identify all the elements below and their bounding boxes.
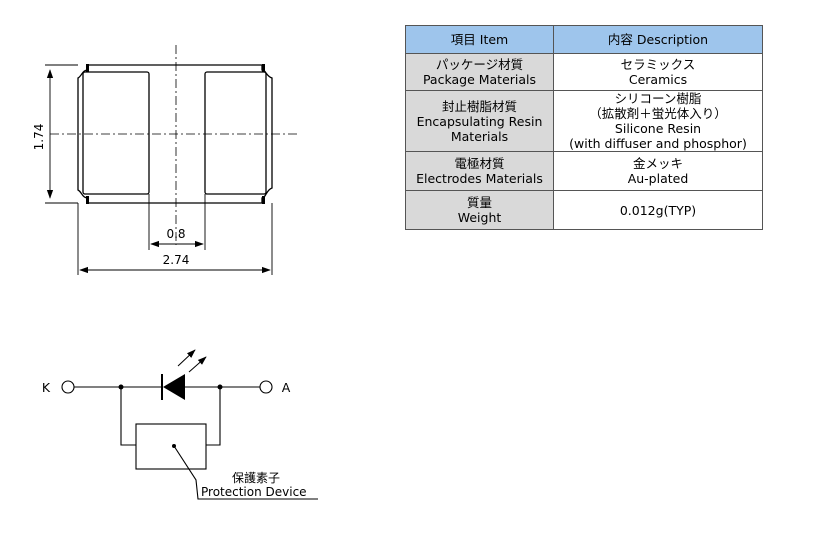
- width-label: 2.74: [163, 253, 190, 267]
- table-row: 封止樹脂材質 Encapsulating Resin Materials シリコ…: [405, 90, 763, 152]
- junction-dot: [118, 384, 124, 390]
- row-description: シリコーン樹脂 （拡散剤＋蛍光体入り） Silicone Resin (with…: [553, 90, 763, 152]
- cathode-label: K: [42, 380, 51, 395]
- row-item: パッケージ材質 Package Materials: [405, 53, 554, 91]
- anode-terminal: [259, 380, 273, 394]
- table-row: 質量 Weight 0.012g(TYP): [405, 190, 763, 230]
- circuit-diagram: [61, 380, 318, 500]
- height-dimension: [45, 64, 78, 204]
- row-description: 金メッキ Au-plated: [553, 151, 763, 191]
- leader-dot: [172, 444, 176, 448]
- width-dimension: [77, 203, 273, 275]
- protection-device-box: [135, 423, 207, 470]
- anode-label: A: [282, 380, 291, 395]
- spec-table: 項目 Item 内容 Description パッケージ材質 Package M…: [405, 25, 763, 230]
- led-diode-symbol: [161, 374, 185, 400]
- row-item: 封止樹脂材質 Encapsulating Resin Materials: [405, 90, 554, 152]
- left-electrode-pad: [82, 71, 150, 195]
- gap-dimension: [148, 194, 206, 250]
- right-electrode-pad: [204, 71, 267, 195]
- table-row: 電極材質 Electrodes Materials 金メッキ Au-plated: [405, 151, 763, 191]
- table-row: パッケージ材質 Package Materials セラミックス Ceramic…: [405, 53, 763, 91]
- row-description: 0.012g(TYP): [553, 190, 763, 230]
- light-emission-arrows: [177, 349, 207, 373]
- header-description: 内容 Description: [553, 25, 763, 54]
- spec-table-header: 項目 Item 内容 Description: [405, 25, 763, 54]
- row-item: 質量 Weight: [405, 190, 554, 230]
- row-description: セラミックス Ceramics: [553, 53, 763, 91]
- row-item: 電極材質 Electrodes Materials: [405, 151, 554, 191]
- center-lines: [50, 45, 298, 245]
- height-label: 1.74: [32, 124, 46, 151]
- corner-marks: [86, 64, 265, 204]
- protection-label-en: Protection Device: [201, 485, 307, 499]
- cathode-terminal: [61, 380, 75, 394]
- protection-label-jp: 保護素子: [232, 470, 280, 485]
- header-item: 項目 Item: [405, 25, 554, 54]
- junction-dot: [217, 384, 223, 390]
- gap-label: 0.8: [166, 227, 185, 241]
